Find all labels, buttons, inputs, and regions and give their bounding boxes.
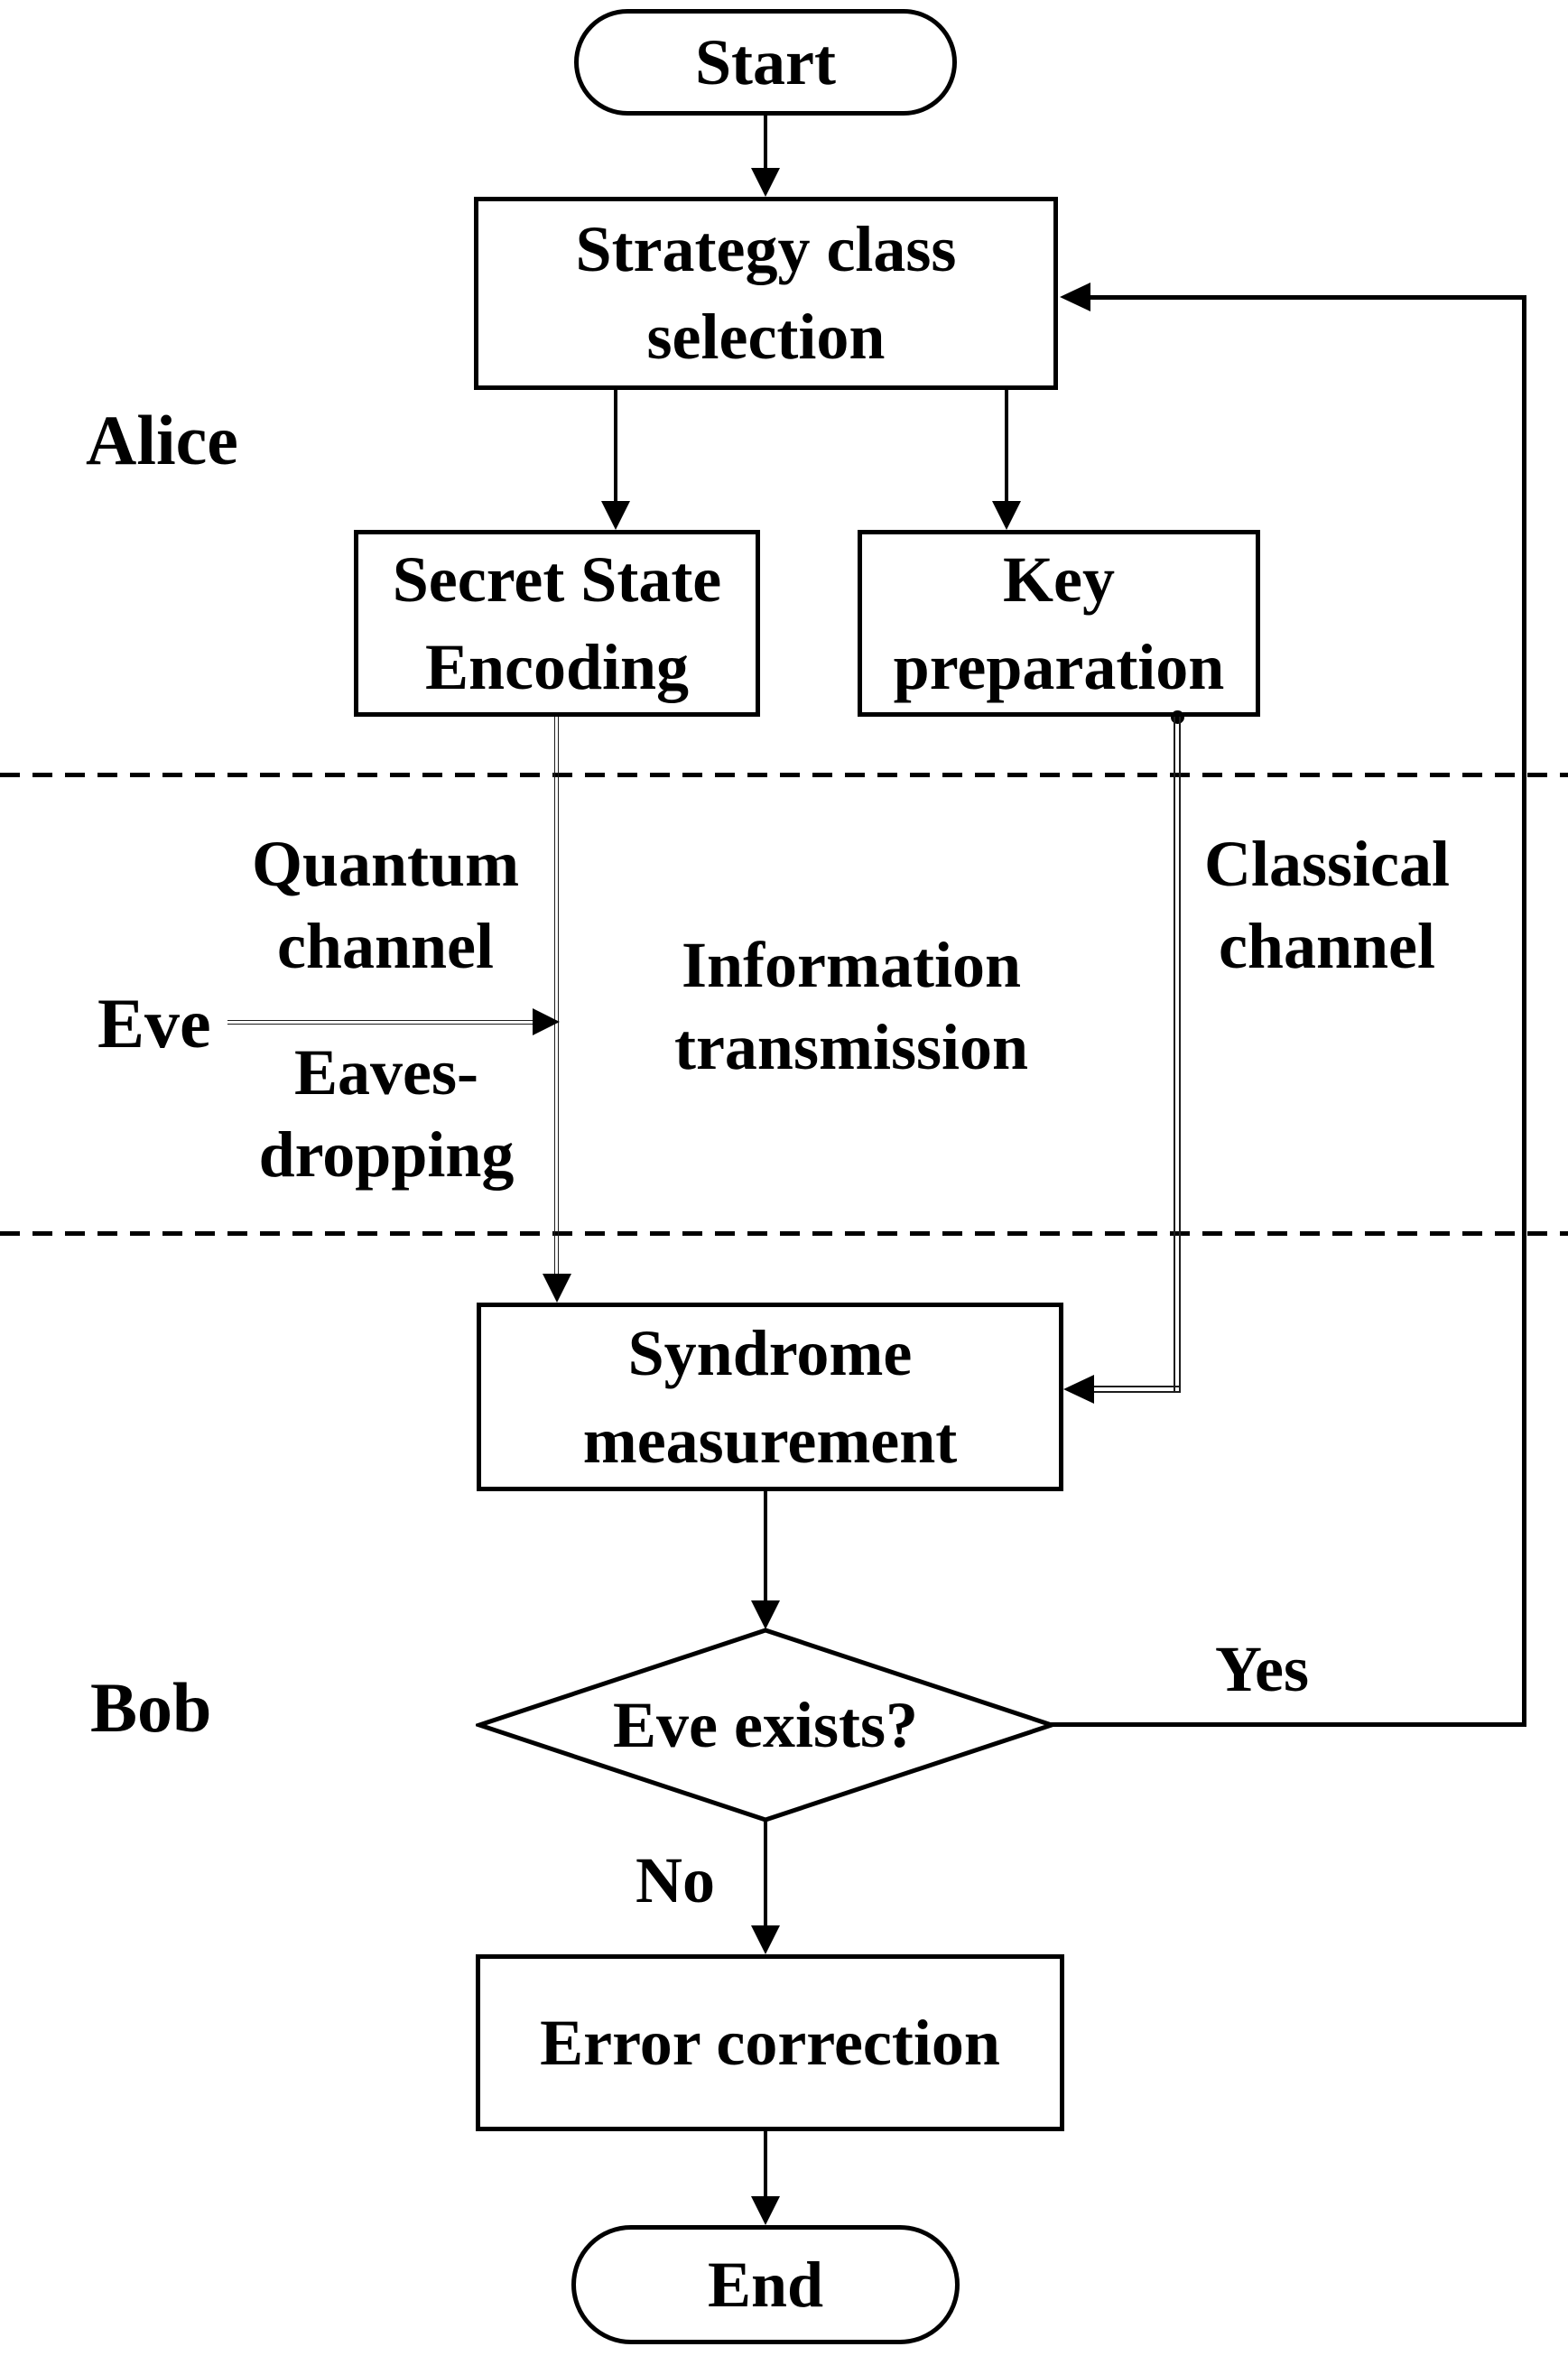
label-quantum-line2: channel (276, 910, 495, 982)
node-end: End (571, 2225, 960, 2344)
node-decision-label: Eve exists? (613, 1688, 918, 1761)
edge-eve-arrow-line (227, 1020, 536, 1025)
node-strategy-class-selection: Strategy class selection (474, 197, 1058, 390)
node-error-correction: Error correction (476, 1954, 1064, 2131)
arrowhead-strategy-secret-icon (601, 501, 630, 530)
node-end-label: End (707, 2248, 824, 2321)
arrowhead-error-end-icon (751, 2196, 780, 2225)
edge-classical-channel-vline (1174, 717, 1181, 1393)
node-keyprep-label-line2: preparation (893, 630, 1225, 703)
arrowhead-eve-icon (533, 1008, 560, 1035)
arrowhead-syndrome-decision-icon (751, 1600, 780, 1629)
arrowhead-start-strategy-icon (751, 168, 780, 197)
arrowhead-classical-syndrome-icon (1063, 1375, 1094, 1404)
node-syndrome-measurement: Syndrome measurement (477, 1303, 1063, 1491)
label-yes: Yes (1215, 1633, 1309, 1705)
node-secret-label-line2: Encoding (424, 630, 690, 703)
node-syndrome-label-line2: measurement (582, 1404, 958, 1477)
arrowhead-yes-strategy-icon (1060, 283, 1090, 311)
label-quantum-channel: Quantum channel (160, 823, 611, 988)
lane-label-alice: Alice (86, 401, 238, 479)
label-classical-line2: channel (1218, 910, 1436, 982)
node-strategy-label-line2: selection (646, 301, 886, 373)
label-no: No (636, 1844, 715, 1916)
edge-error-end (764, 2131, 767, 2200)
node-strategy-label-line1: Strategy class (575, 213, 957, 285)
label-eaves-line1: Eaves- (294, 1036, 478, 1108)
label-eavesdropping: Eaves- dropping (161, 1032, 612, 1196)
node-key-preparation: Key preparation (858, 530, 1260, 717)
arrowhead-quantum-syndrome-icon (543, 1274, 571, 1303)
label-quantum-line1: Quantum (251, 828, 520, 900)
lane-label-bob: Bob (90, 1668, 212, 1747)
label-classical-channel: Classical channel (1101, 823, 1553, 988)
node-error-label: Error correction (540, 2006, 1000, 2079)
node-syndrome-label-line1: Syndrome (627, 1316, 913, 1389)
node-eve-exists-decision: Eve exists? (472, 1627, 1059, 1823)
edge-start-strategy (764, 116, 767, 172)
node-start-label: Start (695, 25, 836, 98)
label-information-transmission: Information transmission (626, 924, 1077, 1089)
node-secret-state-encoding: Secret State Encoding (354, 530, 760, 717)
edge-no-decision-error (764, 1821, 767, 1929)
edge-yes-vline (1522, 295, 1526, 1727)
lane-separator-top (0, 773, 1568, 777)
edge-yes-top-hline (1090, 295, 1526, 300)
decision-diamond-shape (472, 1628, 1059, 1823)
edge-strategy-secret (614, 390, 617, 505)
edge-classical-channel-hline (1093, 1386, 1181, 1393)
node-start: Start (574, 9, 957, 116)
arrowhead-strategy-keyprep-icon (992, 501, 1021, 530)
label-eaves-line2: dropping (258, 1118, 515, 1191)
edge-strategy-keyprep (1005, 390, 1008, 505)
edge-yes-bottom-hline (1050, 1722, 1526, 1727)
label-classical-line1: Classical (1203, 828, 1450, 900)
arrowhead-decision-error-icon (751, 1925, 780, 1954)
lane-label-eve: Eve (97, 984, 211, 1062)
edge-syndrome-decision (764, 1491, 767, 1604)
label-information-line1: Information (682, 929, 1021, 1001)
lane-separator-bottom (0, 1231, 1568, 1236)
node-secret-label-line1: Secret State (392, 543, 722, 616)
edge-quantum-channel-line (554, 717, 559, 1277)
label-information-line2: transmission (673, 1011, 1029, 1083)
node-keyprep-label-line1: Key (1003, 543, 1115, 616)
